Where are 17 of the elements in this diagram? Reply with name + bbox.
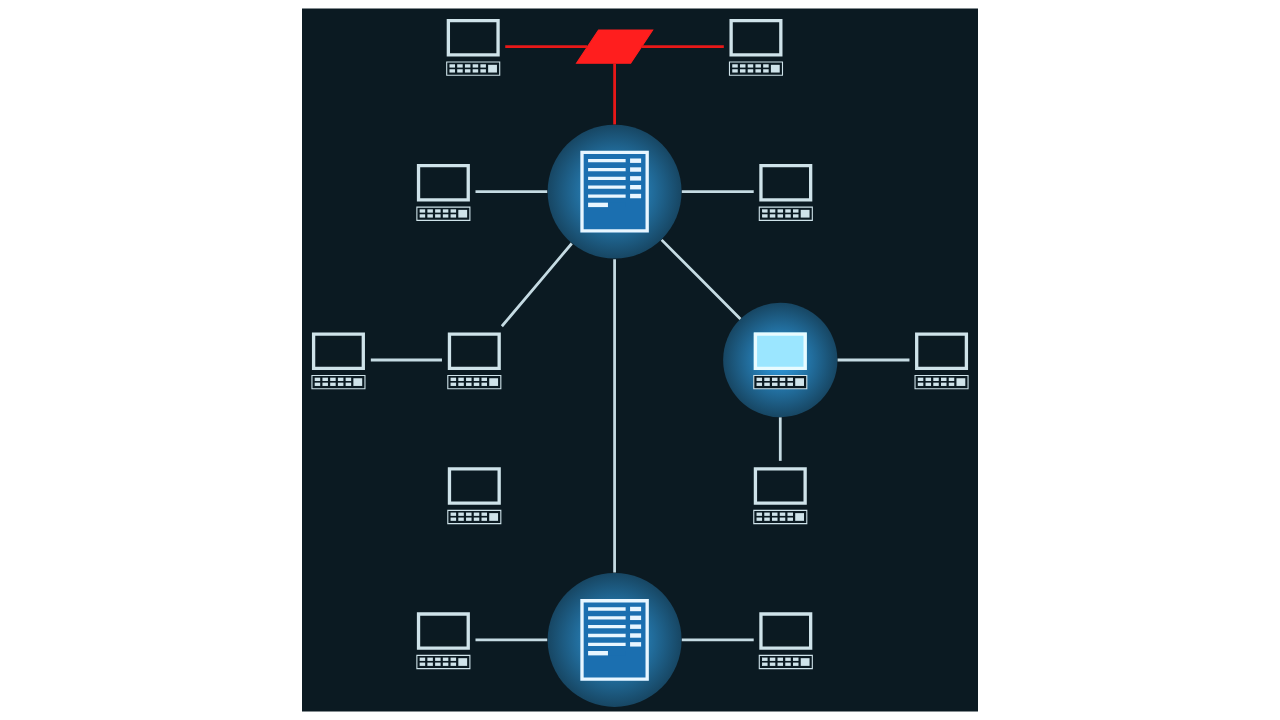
node-computer	[723, 302, 838, 418]
connector	[475, 638, 548, 642]
node-document	[547, 572, 682, 707]
connector	[837, 358, 910, 362]
connector	[475, 190, 548, 193]
connector	[778, 417, 782, 461]
node-break	[575, 29, 654, 64]
connector	[681, 638, 754, 642]
connector	[613, 259, 616, 573]
connector	[370, 358, 442, 362]
connector	[660, 238, 742, 320]
connector	[613, 63, 616, 125]
connector	[681, 190, 754, 193]
node-document	[547, 124, 682, 259]
connector	[500, 242, 573, 328]
connector	[641, 45, 724, 48]
connector	[505, 45, 588, 48]
